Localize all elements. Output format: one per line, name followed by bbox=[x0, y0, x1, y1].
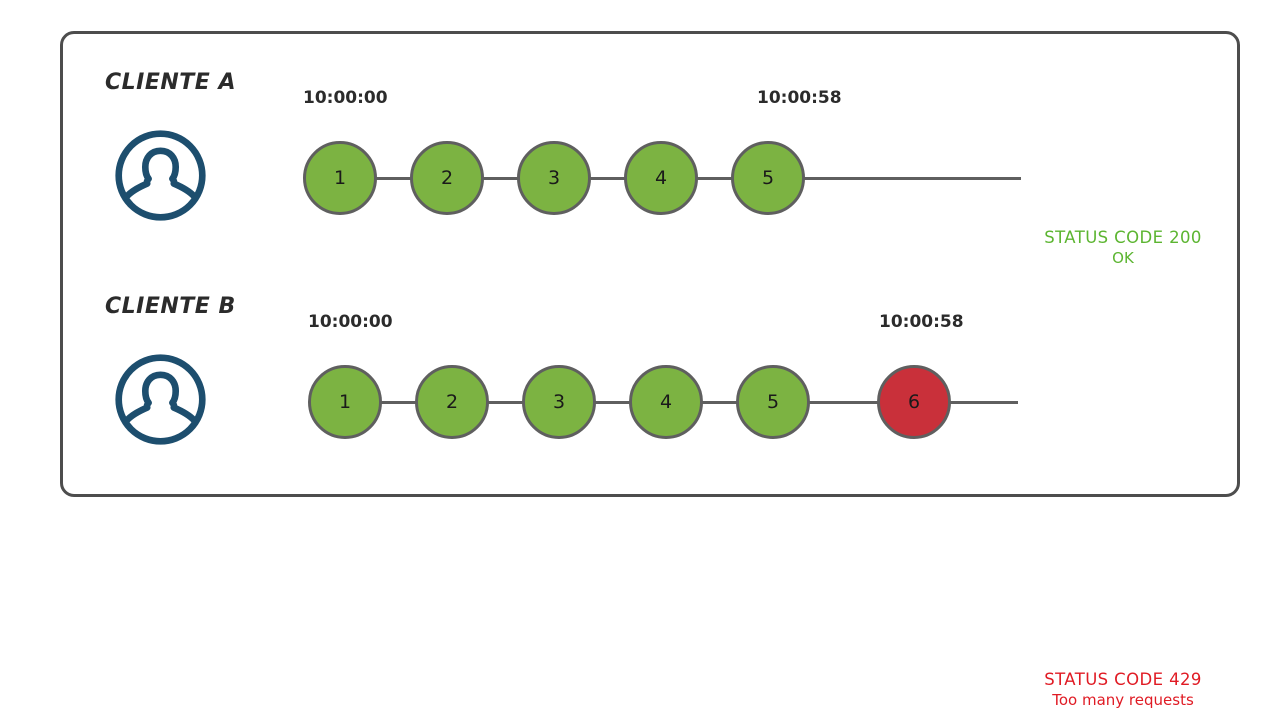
diagram-canvas: CLIENTE A 10:00:00 10:00:58 1 2 3 4 5 ST… bbox=[60, 31, 1240, 709]
row-b-request-1[interactable]: 1 bbox=[308, 365, 382, 439]
row-b-request-4[interactable]: 4 bbox=[629, 365, 703, 439]
row-a-status-code: STATUS CODE 200 bbox=[1044, 228, 1202, 247]
row-a-end-timestamp: 10:00:58 bbox=[757, 88, 842, 108]
row-a-request-4[interactable]: 4 bbox=[624, 141, 698, 215]
row-a-request-5[interactable]: 5 bbox=[731, 141, 805, 215]
row-b-end-timestamp: 10:00:58 bbox=[879, 312, 964, 332]
client-b-label: CLIENTE B bbox=[105, 294, 236, 319]
row-b-start-timestamp: 10:00:00 bbox=[308, 312, 393, 332]
client-a-label: CLIENTE A bbox=[105, 70, 237, 95]
row-b-status-code: STATUS CODE 429 bbox=[1044, 670, 1202, 689]
row-b-request-6[interactable]: 6 bbox=[877, 365, 951, 439]
row-a-request-2[interactable]: 2 bbox=[410, 141, 484, 215]
user-avatar-icon bbox=[113, 128, 208, 227]
row-a-status: STATUS CODE 200 OK bbox=[1030, 228, 1216, 267]
row-b-status: STATUS CODE 429 Too many requests bbox=[1030, 670, 1216, 709]
row-b-request-2[interactable]: 2 bbox=[415, 365, 489, 439]
row-a-status-text: OK bbox=[1112, 248, 1134, 267]
row-b-request-3[interactable]: 3 bbox=[522, 365, 596, 439]
row-a-request-1[interactable]: 1 bbox=[303, 141, 377, 215]
row-b-status-text: Too many requests bbox=[1052, 690, 1194, 709]
row-a-request-3[interactable]: 3 bbox=[517, 141, 591, 215]
row-a-start-timestamp: 10:00:00 bbox=[303, 88, 388, 108]
user-avatar-icon bbox=[113, 352, 208, 451]
row-b-request-5[interactable]: 5 bbox=[736, 365, 810, 439]
